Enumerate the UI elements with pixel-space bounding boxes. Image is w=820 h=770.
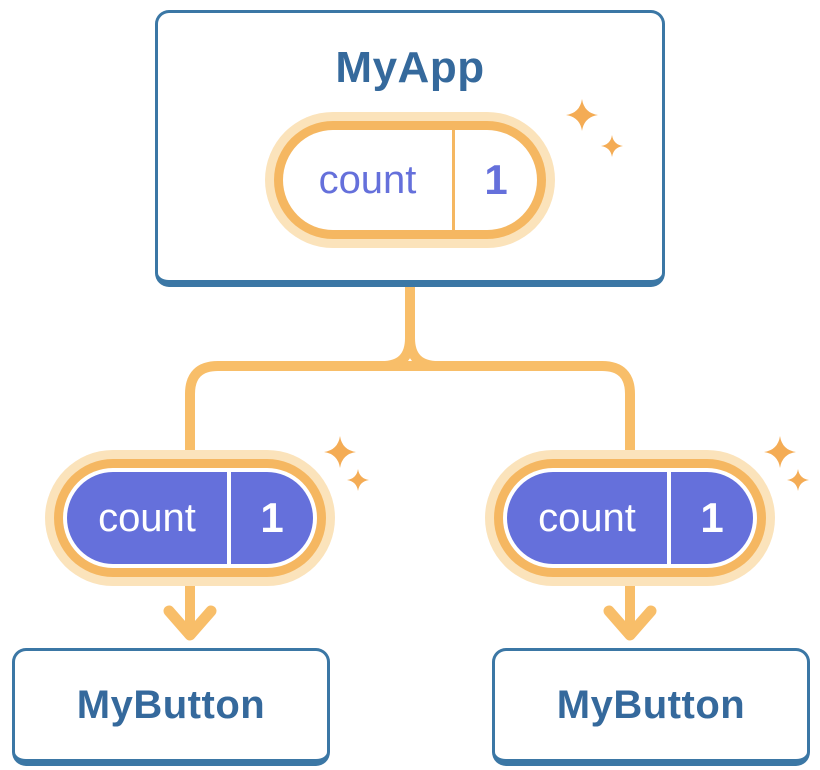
component-title: MyApp [335,43,485,92]
state-pill-body: count 1 [503,468,757,568]
state-key-label: count [538,495,636,540]
state-pill-ring: count 1 [494,459,766,577]
component-title: MyButton [556,682,746,727]
state-pill-fill: count 1 [507,472,753,564]
arrow-down-icon [163,605,217,641]
state-pill-divider [227,472,231,564]
component-card-right: MyButton [492,648,810,766]
arrow-down-icon [603,605,657,641]
state-pill-divider [452,130,455,230]
state-pill-fill: count 1 [67,472,313,564]
component-card-root: MyApp count 1 [155,10,665,287]
state-pill-right: count 1 [485,450,775,586]
state-pill-left: count 1 [45,450,335,586]
state-key-label: count [318,157,417,202]
state-key-label: count [98,495,196,540]
root-stem-fillet [405,333,443,371]
root-stem-line [377,279,415,371]
state-value-label: 1 [260,494,284,541]
state-pill-body: count 1 [283,130,537,230]
branch-bracket-line [185,361,635,460]
state-value-label: 1 [700,494,724,541]
state-pill-root: count 1 [265,112,555,248]
component-title: MyButton [76,682,266,727]
state-pill-divider [667,472,671,564]
state-pill-ring: count 1 [274,121,546,239]
state-pill-ring: count 1 [54,459,326,577]
state-pill-body: count 1 [63,468,317,568]
state-value-label: 1 [484,156,508,203]
component-card-left: MyButton [12,648,330,766]
